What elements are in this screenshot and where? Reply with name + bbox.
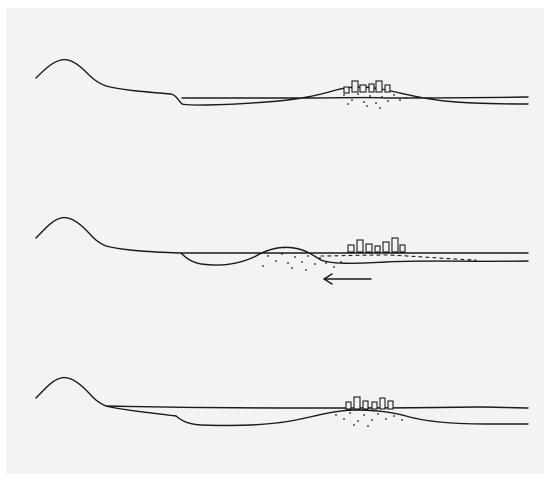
panel-1-drawing: [35, 58, 529, 109]
migrating-sandbank: [262, 253, 342, 271]
panel-2-drawing: [35, 216, 529, 285]
sea-surface-line: [105, 405, 529, 409]
seabed-line: [170, 86, 529, 106]
town-buildings-icon: [345, 396, 394, 410]
mountain-icon: [35, 216, 182, 254]
sand-island: [343, 93, 407, 109]
former-seabed-dashed: [320, 254, 477, 261]
panel-stage-1: [6, 48, 544, 188]
arrow-left-icon: [323, 273, 372, 285]
panel-stage-3: [6, 358, 544, 498]
diagram-frame: [6, 8, 544, 474]
mountain-icon: [35, 376, 177, 417]
seabed-line: [180, 246, 529, 266]
panel-stage-2: [6, 204, 544, 344]
sea-surface-line: [181, 96, 529, 99]
town-buildings-icon: [343, 80, 391, 94]
town-buildings-icon: [347, 237, 406, 253]
sand-island: [335, 412, 403, 427]
panel-3-drawing: [35, 376, 529, 427]
mountain-icon: [35, 58, 172, 95]
seabed-line: [175, 409, 529, 427]
